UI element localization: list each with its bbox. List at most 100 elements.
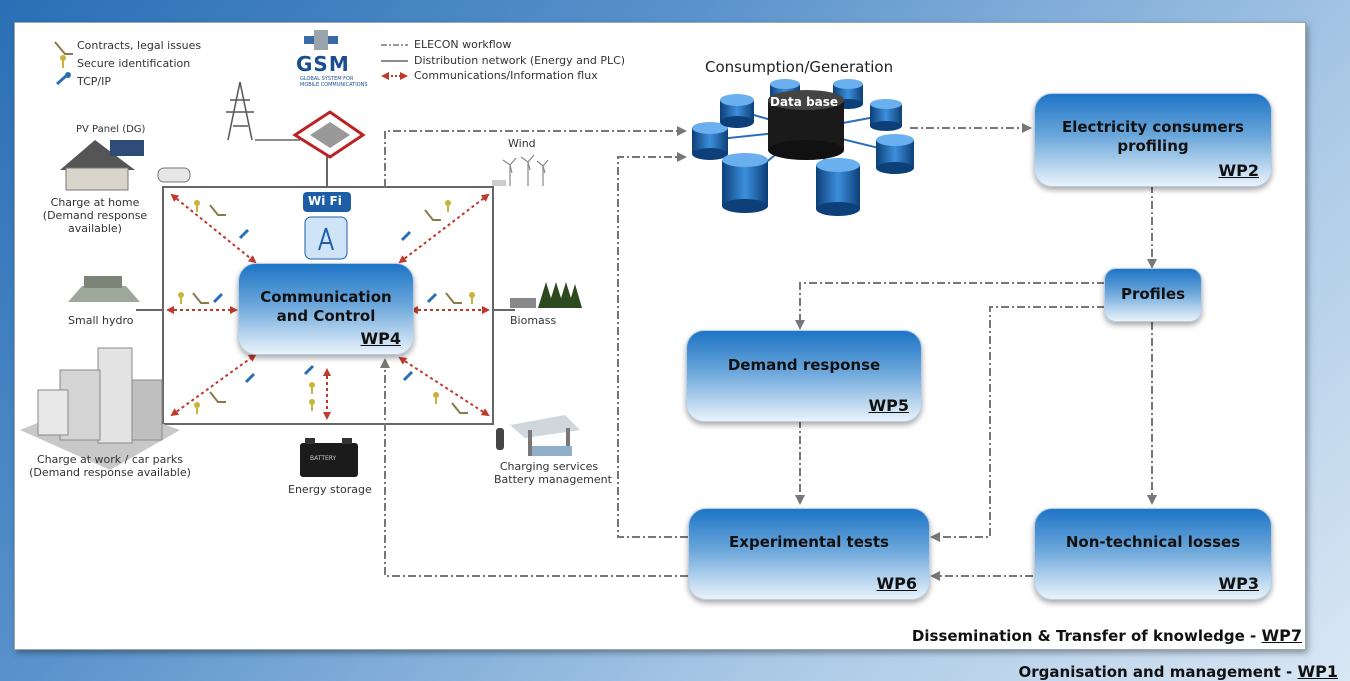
flow-comm-to-db — [384, 126, 687, 187]
profiles-box: Profiles — [1104, 268, 1202, 322]
database-cylinder-icon — [720, 94, 754, 128]
key-icon — [60, 55, 66, 68]
pv-panel-label: PV Panel (DG) — [76, 124, 146, 135]
consumption-generation-label: Consumption/Generation — [705, 58, 894, 76]
database-cylinder-icon — [722, 153, 768, 213]
network-cable-icon — [402, 370, 414, 382]
wp1-label: WP1 — [1297, 662, 1338, 681]
flow-tests-to-comm — [380, 358, 688, 577]
key-icon — [469, 292, 475, 304]
antenna-icon — [304, 216, 348, 260]
substation-icon — [292, 110, 366, 159]
non-technical-losses-box: Non-technical losses WP3 — [1034, 508, 1272, 600]
profiling-box: Electricity consumers profiling WP2 — [1034, 93, 1272, 187]
experimental-tests-title: Experimental tests — [729, 533, 889, 551]
organisation-footer: Organisation and management - WP1 — [1019, 662, 1338, 681]
wifi-label: Wi Fi — [308, 194, 342, 208]
control-title: and Control — [276, 307, 376, 325]
demand-response-box: Demand response WP5 — [686, 330, 922, 422]
database-label: Data base — [770, 95, 839, 109]
legend-tcpip-label: TCP/IP — [77, 75, 111, 88]
wp6-label: WP6 — [876, 574, 917, 593]
profiling-title-1: Electricity consumers — [1062, 118, 1244, 136]
charge-home-label-1: Charge at home — [50, 196, 140, 209]
charge-home-label-3: available) — [68, 222, 122, 235]
network-cable-icon — [303, 364, 315, 376]
wp4-label: WP4 — [360, 329, 401, 348]
gsm-logo: GSM — [296, 52, 350, 76]
network-cable-icon — [56, 72, 71, 86]
pen-icon — [445, 292, 462, 304]
wind-label: Wind — [508, 137, 536, 150]
small-hydro-icon — [68, 276, 140, 302]
database-cylinder-icon — [816, 158, 860, 216]
pen-icon — [424, 209, 441, 221]
legend-comms-label: Communications/Information flux — [414, 69, 598, 82]
house-icon — [60, 140, 191, 191]
dissemination-footer: Dissemination & Transfer of knowledge - … — [912, 626, 1302, 645]
demand-response-title: Demand response — [727, 356, 881, 374]
charge-home-label-2: (Demand response — [42, 209, 148, 222]
satellite-icon — [304, 30, 338, 50]
wp5-label: WP5 — [868, 396, 909, 415]
key-icon — [309, 382, 315, 394]
biomass-label: Biomass — [510, 314, 557, 327]
energy-storage-label: Energy storage — [288, 483, 372, 496]
power-tower-icon — [226, 81, 254, 141]
central-database-icon — [768, 90, 844, 160]
profiles-title: Profiles — [1120, 285, 1186, 303]
pen-icon — [209, 204, 226, 216]
charge-work-label-2: (Demand response available) — [29, 466, 191, 479]
key-icon — [433, 392, 439, 404]
wp7-label: WP7 — [1261, 626, 1302, 645]
network-cable-icon — [426, 292, 438, 304]
wifi-icon — [303, 192, 351, 212]
legend-workflow-label: ELECON workflow — [414, 38, 512, 51]
flow-tests-to-db — [617, 152, 688, 538]
pen-icon — [192, 292, 209, 304]
key-icon — [194, 402, 200, 414]
profiling-title-2: profiling — [1117, 137, 1189, 155]
battery-icon — [300, 438, 358, 477]
key-icon — [445, 200, 451, 212]
non-technical-losses-title: Non-technical losses — [1065, 533, 1241, 551]
organisation-text: Organisation and management - — [1018, 663, 1298, 681]
wind-turbines-icon — [492, 154, 549, 186]
communication-title: Communication — [260, 288, 392, 306]
database-cylinder-icon — [870, 99, 902, 131]
database-cylinder-icon — [692, 122, 728, 160]
legend-contracts-label: Contracts, legal issues — [77, 39, 202, 52]
key-icon — [194, 200, 200, 212]
legend-secure-id-label: Secure identification — [77, 57, 191, 70]
battery-management-label: Battery management — [494, 473, 612, 486]
comm-arrow-work — [170, 353, 257, 417]
communication-control-box: Communication and Control WP4 — [238, 263, 414, 355]
flow-profiles-to-tests — [930, 306, 1105, 542]
legend-distribution-label: Distribution network (Energy and PLC) — [414, 54, 626, 67]
experimental-tests-box: Experimental tests WP6 — [688, 508, 930, 600]
flow-profiles-to-demand — [795, 282, 1105, 330]
small-hydro-label: Small hydro — [68, 314, 134, 327]
charging-station-icon — [496, 415, 580, 456]
network-cable-icon — [244, 372, 256, 384]
key-icon — [178, 292, 184, 304]
network-cable-icon — [238, 228, 250, 240]
charging-services-label: Charging services — [499, 460, 599, 473]
dissemination-text: Dissemination & Transfer of knowledge - — [911, 627, 1262, 645]
wp2-label: WP2 — [1218, 161, 1259, 180]
pen-icon — [209, 391, 226, 403]
pen-icon — [54, 41, 73, 55]
gsm-subtitle-1: GLOBAL SYSTEM FOR — [300, 76, 354, 82]
biomass-trees-icon — [510, 282, 582, 308]
battery-text: BATTERY — [310, 455, 337, 462]
charge-work-label-1: Charge at work / car parks — [37, 453, 183, 466]
network-cable-icon — [212, 292, 224, 304]
gsm-subtitle-2: MOBILE COMMUNICATIONS — [300, 82, 368, 88]
key-icon — [309, 399, 315, 411]
buildings-icon — [20, 347, 180, 470]
wp3-label: WP3 — [1218, 574, 1259, 593]
comm-arrow-wind — [398, 193, 490, 264]
network-cable-icon — [400, 230, 412, 242]
pen-icon — [451, 402, 468, 414]
